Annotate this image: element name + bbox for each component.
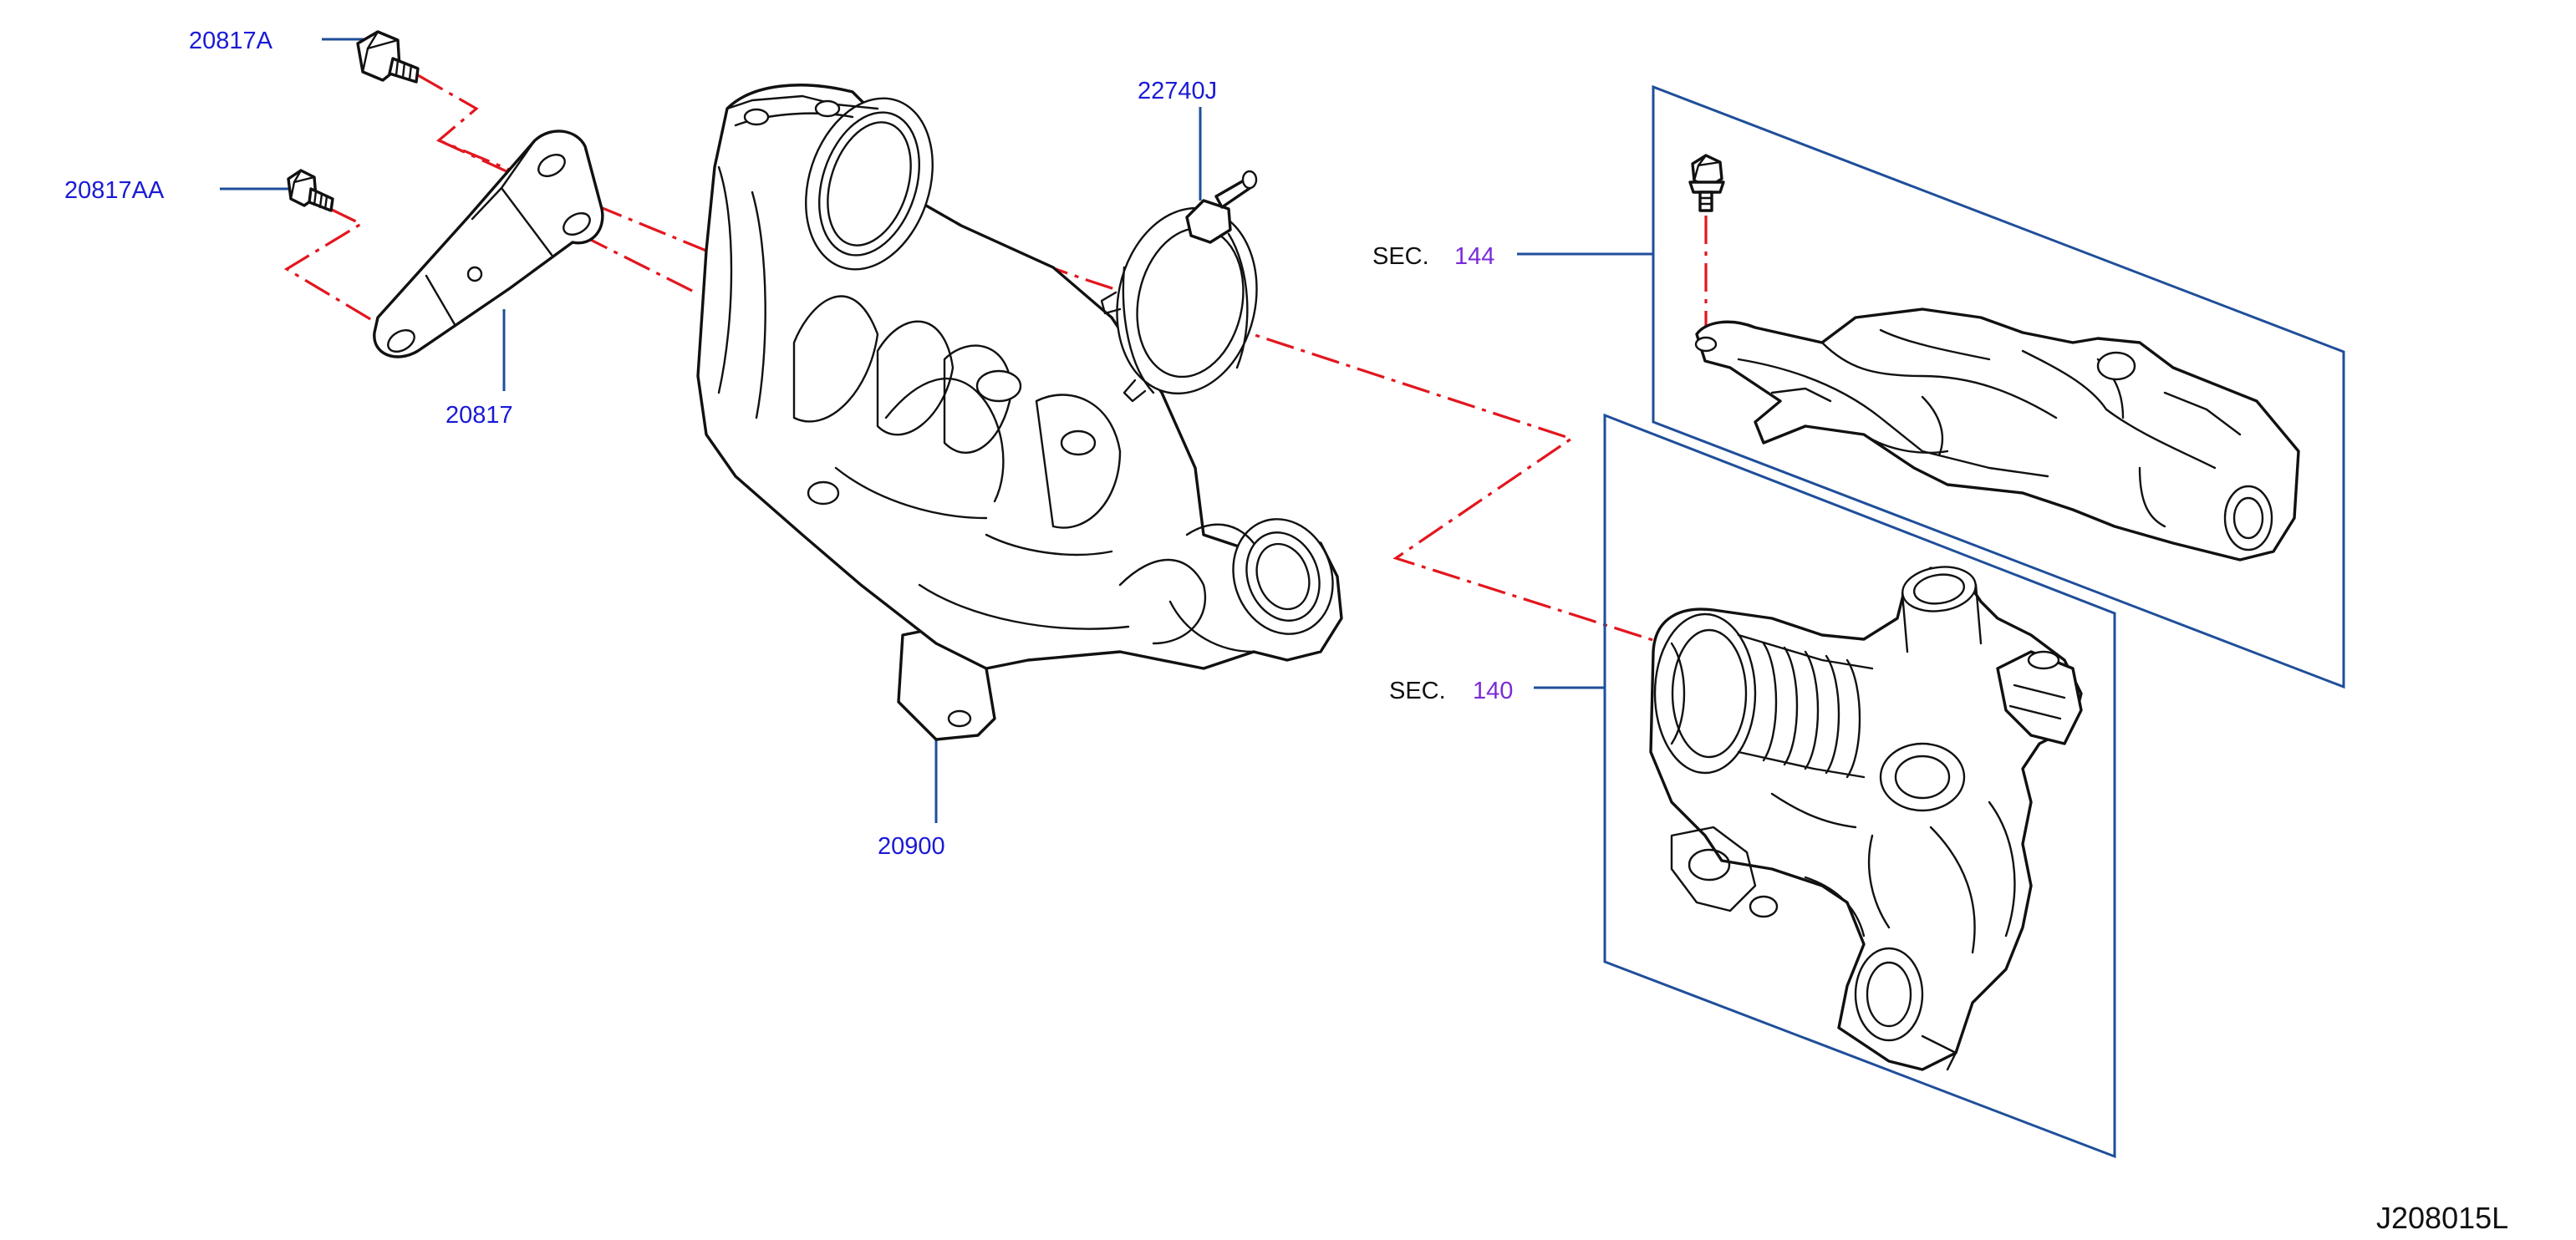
turbo-section-frame [1603,413,2116,1159]
assembly-line-small-bolt [283,207,394,334]
part-label-20817AA: 20817AA [64,177,165,204]
turbocharger-icon [1649,566,2083,1071]
flange-bolt-icon [356,30,420,84]
section-number-140: 140 [1473,678,1513,704]
part-label-20817A: 20817A [189,28,273,54]
section-label-word-140: SEC. [1389,678,1446,704]
mounting-bracket-icon [373,130,604,358]
section-label-word-144: SEC. [1372,243,1429,270]
part-label-20817: 20817 [445,402,513,429]
small-bolt-icon [287,169,334,212]
heat-shield-section-frame [1652,84,2345,689]
diagram-reference-id: J208015L [2376,1201,2508,1235]
part-labels: 20817A 20817AA 20817 20900 22740J SEC. 1… [64,28,2508,1235]
part-label-20900: 20900 [878,833,945,860]
catalytic-converter-icon [696,84,1343,741]
leader-lines [220,38,1653,823]
heat-shield-icon [1688,154,2300,562]
band-clamp-icon [1100,170,1258,403]
assembly-line-bracket-lower [538,212,696,294]
part-label-22740J: 22740J [1138,78,1217,104]
section-number-144: 144 [1454,243,1494,270]
